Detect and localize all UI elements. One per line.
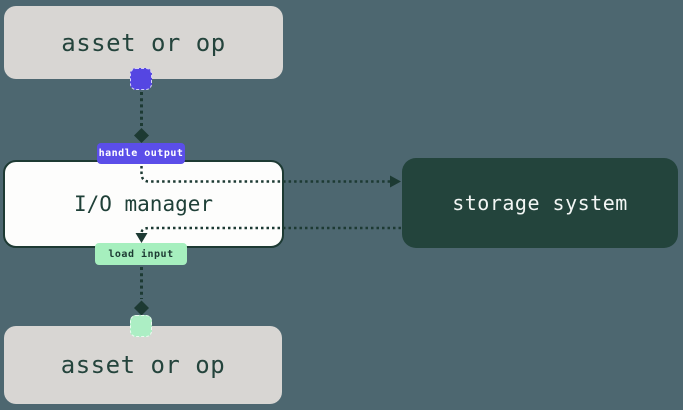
output-handle-icon: [130, 68, 152, 90]
node-storage-system-label: storage system: [452, 191, 628, 215]
handle-output-badge-label: handle output: [98, 148, 184, 159]
node-asset-or-op-top: asset or op: [4, 6, 283, 79]
input-handle-icon: [130, 315, 152, 337]
handle-output-badge: handle output: [97, 143, 185, 164]
load-input-badge-label: load input: [108, 248, 174, 260]
node-io-manager-label: I/O manager: [73, 192, 214, 216]
node-io-manager: I/O manager: [3, 160, 284, 248]
node-asset-or-op-top-label: asset or op: [61, 28, 226, 57]
input-diamond-icon: [134, 300, 149, 316]
node-asset-or-op-bottom: asset or op: [4, 326, 282, 404]
load-input-badge: load input: [95, 243, 187, 265]
storage-arrowhead-icon: [390, 175, 401, 188]
output-diamond-icon: [134, 128, 149, 143]
node-asset-or-op-bottom-label: asset or op: [60, 351, 226, 379]
node-storage-system: storage system: [402, 158, 678, 248]
